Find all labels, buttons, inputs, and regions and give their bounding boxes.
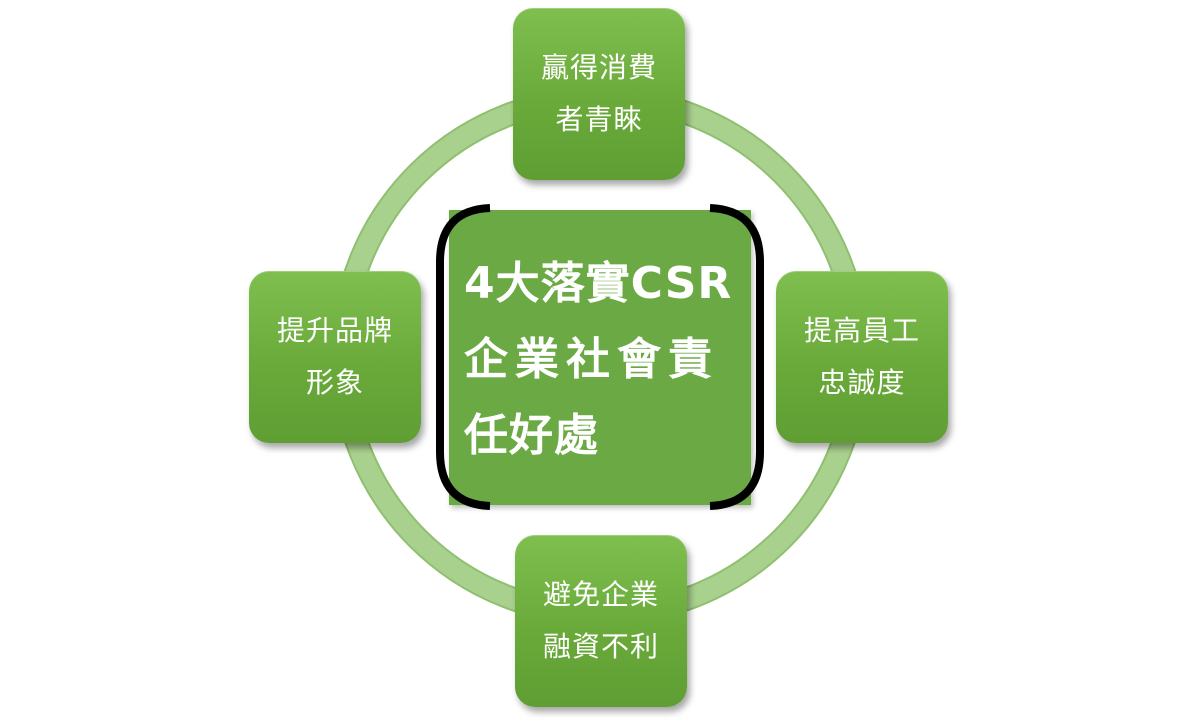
- node-label-line: 形象: [305, 366, 364, 399]
- node-label-line: 提高員工: [803, 314, 920, 347]
- center-title-line: 4大落實CSR: [464, 258, 733, 309]
- center-title: 4大落實CSR 企業社會責 任好處: [464, 246, 754, 474]
- benefit-node-brand-image: 提升品牌 形象: [249, 271, 421, 443]
- benefit-node-employee-loyalty: 提高員工 忠誠度: [776, 271, 948, 443]
- benefit-node-financing: 避免企業 融資不利: [515, 535, 687, 707]
- node-label-line: 融資不利: [542, 630, 659, 663]
- center-title-line: 企業社會責: [464, 334, 719, 385]
- benefit-node-consumer-favor: 贏得消費 者青睞: [513, 8, 685, 180]
- node-label-line: 贏得消費: [540, 51, 657, 84]
- node-label-line: 避免企業: [542, 578, 659, 611]
- center-title-line: 任好處: [464, 410, 599, 461]
- node-label-line: 提升品牌: [276, 314, 393, 347]
- node-label-line: 忠誠度: [818, 366, 906, 399]
- center-topic-box: [449, 210, 751, 505]
- node-label-line: 者青睞: [555, 103, 643, 136]
